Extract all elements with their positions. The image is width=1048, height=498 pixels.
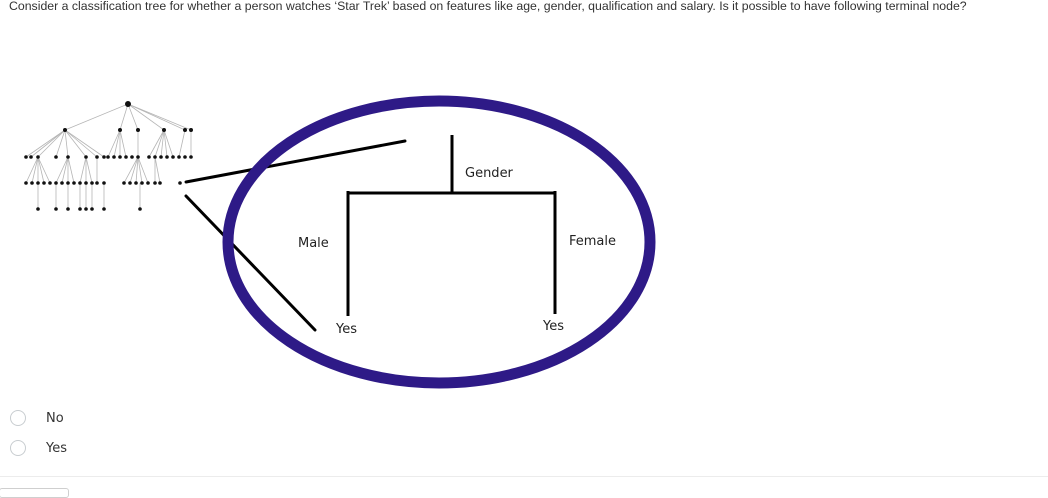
zoom-connector-lines [184, 139, 407, 332]
tree-nodes [24, 101, 193, 211]
branch-label-female: Female [569, 234, 617, 249]
magnifier-ellipse-icon [222, 95, 656, 389]
radio-button-yes[interactable] [10, 440, 26, 456]
question-text: Consider a classification tree for wheth… [9, 0, 967, 13]
option-label-yes: Yes [46, 440, 67, 456]
zoomed-subtree [346, 135, 557, 316]
leaf-label-right-yes: Yes [543, 319, 564, 334]
tree-thumbnail-icon [25, 103, 192, 209]
section-divider [0, 476, 1048, 477]
option-yes[interactable]: Yes [10, 438, 67, 458]
radio-button-no[interactable] [10, 410, 26, 426]
branch-label-male: Male [298, 236, 329, 251]
option-label-no: No [46, 410, 64, 426]
split-label-gender: Gender [465, 166, 513, 181]
leaf-label-left-yes: Yes [336, 322, 357, 337]
question-figure: Gender Male Female Yes Yes [24, 95, 656, 389]
tree-diagram [24, 95, 656, 389]
partial-button[interactable] [0, 488, 69, 498]
option-no[interactable]: No [10, 408, 64, 428]
